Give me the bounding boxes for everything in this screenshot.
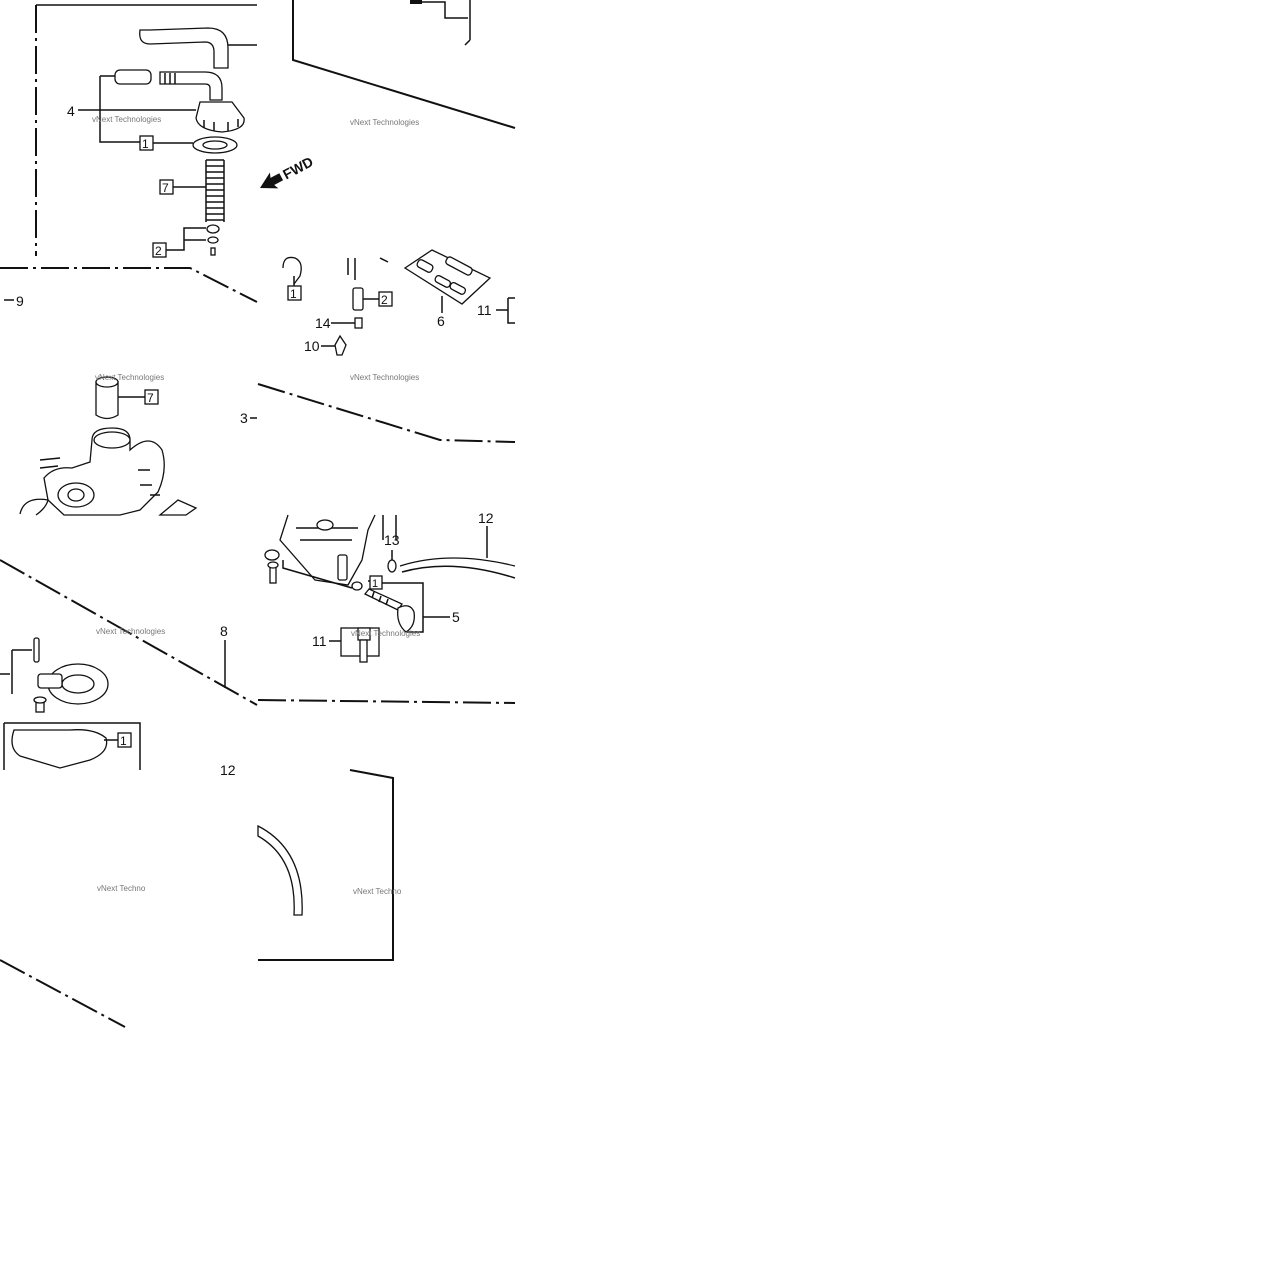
boxed-callout-1-gasket: 1 — [117, 732, 132, 748]
callout-12-upper: 12 — [478, 510, 494, 526]
watermark-4: vNext Technologies — [350, 373, 419, 382]
watermark-5: vNext Technologies — [96, 627, 165, 636]
callout-10: 10 — [304, 338, 320, 354]
watermark-1: vNext Technologies — [92, 115, 161, 124]
frame-lines — [0, 0, 516, 1028]
watermark-2: vNext Technologies — [350, 118, 419, 127]
fwd-arrow: FWD — [260, 153, 316, 189]
svg-text:1: 1 — [290, 287, 297, 301]
watermark-7: vNext Techno — [97, 884, 146, 893]
boxed-callout-7-top: 7 — [159, 179, 174, 195]
watermark-6: vNext Technologies — [351, 629, 420, 638]
callout-12-lower: 12 — [220, 762, 236, 778]
svg-text:2: 2 — [381, 293, 388, 307]
svg-text:7: 7 — [162, 181, 169, 195]
callout-11-upper: 11 — [477, 302, 492, 318]
boxed-callout-7-slide: 7 — [144, 389, 159, 405]
watermark-3: vNext Technologies — [95, 373, 164, 382]
boxed-callout-2-top: 2 — [152, 242, 167, 258]
svg-text:1: 1 — [372, 578, 378, 590]
boxed-callout-1-bowl: 1 — [369, 575, 383, 590]
callout-9: 9 — [16, 293, 24, 309]
boxed-callout-1-jet: 1 — [287, 285, 302, 301]
insulator-gasket — [0, 637, 226, 770]
bottom-hose — [257, 824, 303, 916]
inlet-assembly — [78, 27, 257, 256]
jet-parts — [282, 249, 515, 356]
callout-11-lower: 11 — [312, 633, 327, 649]
boxed-callout-1-top: 1 — [139, 135, 154, 151]
jet-kit — [403, 249, 492, 305]
carburetor-body — [4, 299, 257, 516]
svg-text:7: 7 — [147, 391, 154, 405]
svg-text:1: 1 — [142, 137, 149, 151]
callout-numbers: 4 6 9 10 14 11 11 3 8 12 12 13 5 — [16, 103, 494, 778]
fwd-label: FWD — [280, 153, 316, 182]
svg-text:2: 2 — [155, 244, 162, 258]
callout-8: 8 — [220, 623, 228, 639]
watermark-8: vNext Techno — [353, 887, 402, 896]
boxed-callouts: 1 7 2 1 2 7 1 1 — [117, 135, 393, 748]
watermarks: vNext Technologies vNext Technologies vN… — [92, 115, 420, 896]
spring — [205, 159, 225, 222]
callout-3: 3 — [240, 410, 248, 426]
callout-5: 5 — [452, 609, 460, 625]
callout-4: 4 — [67, 103, 75, 119]
callout-14: 14 — [315, 315, 331, 331]
boxed-callout-2-jet: 2 — [378, 291, 393, 307]
top-right-stub — [410, 0, 471, 46]
float-bowl — [264, 514, 516, 663]
callout-13: 13 — [384, 532, 400, 548]
svg-text:1: 1 — [120, 734, 127, 748]
callout-6: 6 — [437, 313, 445, 329]
